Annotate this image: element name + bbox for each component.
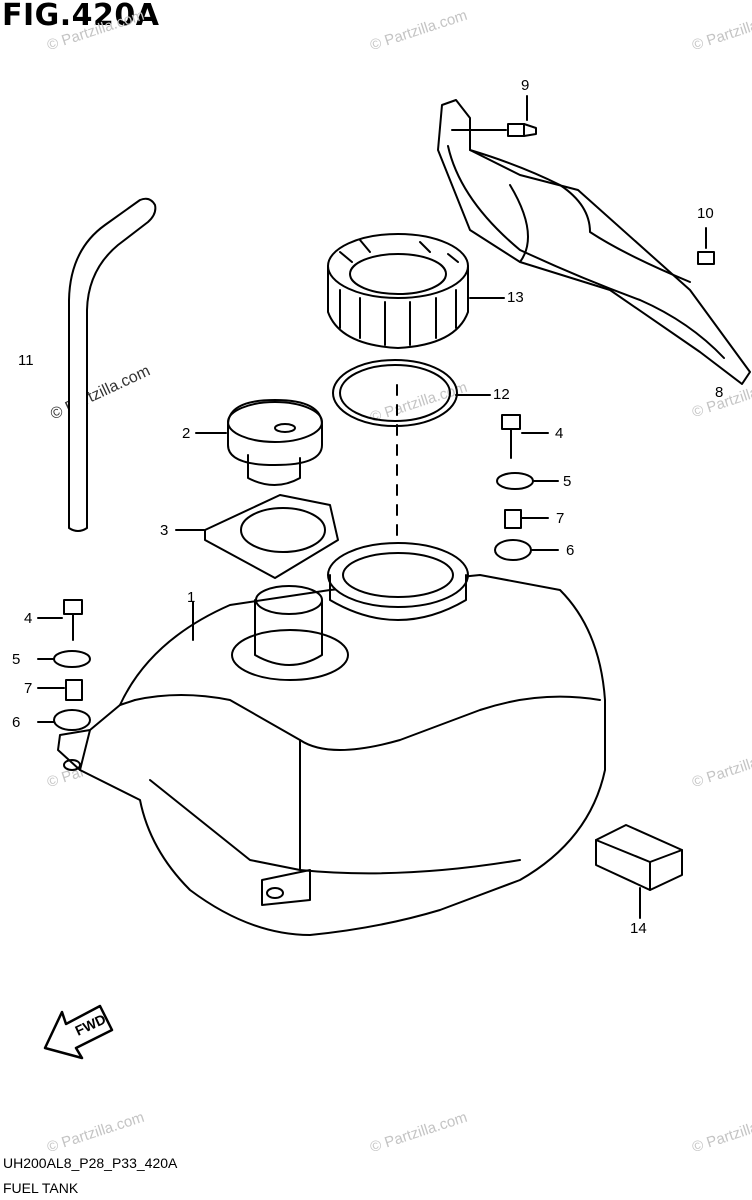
tank-cover <box>437 99 751 385</box>
callout-7-left: 7 <box>24 680 33 697</box>
callout-6-left: 6 <box>12 714 21 731</box>
fwd-arrow <box>43 1004 114 1060</box>
cover-bolt <box>697 227 715 265</box>
diagram-code: UH200AL8_P28_P33_420A <box>3 1155 178 1171</box>
callout-3: 3 <box>160 522 169 539</box>
callout-7-right: 7 <box>556 510 565 527</box>
breather-hose <box>68 197 157 532</box>
callout-2: 2 <box>182 425 191 442</box>
callout-14: 14 <box>630 920 647 937</box>
mount-hardware-right <box>494 414 559 561</box>
foam-pad <box>595 824 683 919</box>
callout-4-right: 4 <box>555 425 564 442</box>
callout-5-left: 5 <box>12 651 21 668</box>
retaining-ring <box>327 233 505 349</box>
callout-10: 10 <box>697 205 714 222</box>
fuel-tank <box>57 542 606 936</box>
mount-hardware-left <box>37 599 91 731</box>
bracket-plate <box>175 494 339 579</box>
push-rivet <box>451 95 537 137</box>
callout-8: 8 <box>715 384 724 401</box>
callout-11: 11 <box>18 352 34 369</box>
fuel-cap <box>195 399 323 486</box>
o-ring <box>332 359 491 546</box>
callout-9: 9 <box>521 77 530 94</box>
callout-12: 12 <box>493 386 510 403</box>
callout-6-right: 6 <box>566 542 575 559</box>
figure-title: FIG.420A <box>2 0 160 33</box>
callout-13: 13 <box>507 289 524 306</box>
diagram-caption: FUEL TANK <box>3 1180 79 1196</box>
callout-1: 1 <box>187 589 196 606</box>
callout-5-right: 5 <box>563 473 572 490</box>
callout-4-left: 4 <box>24 610 33 627</box>
